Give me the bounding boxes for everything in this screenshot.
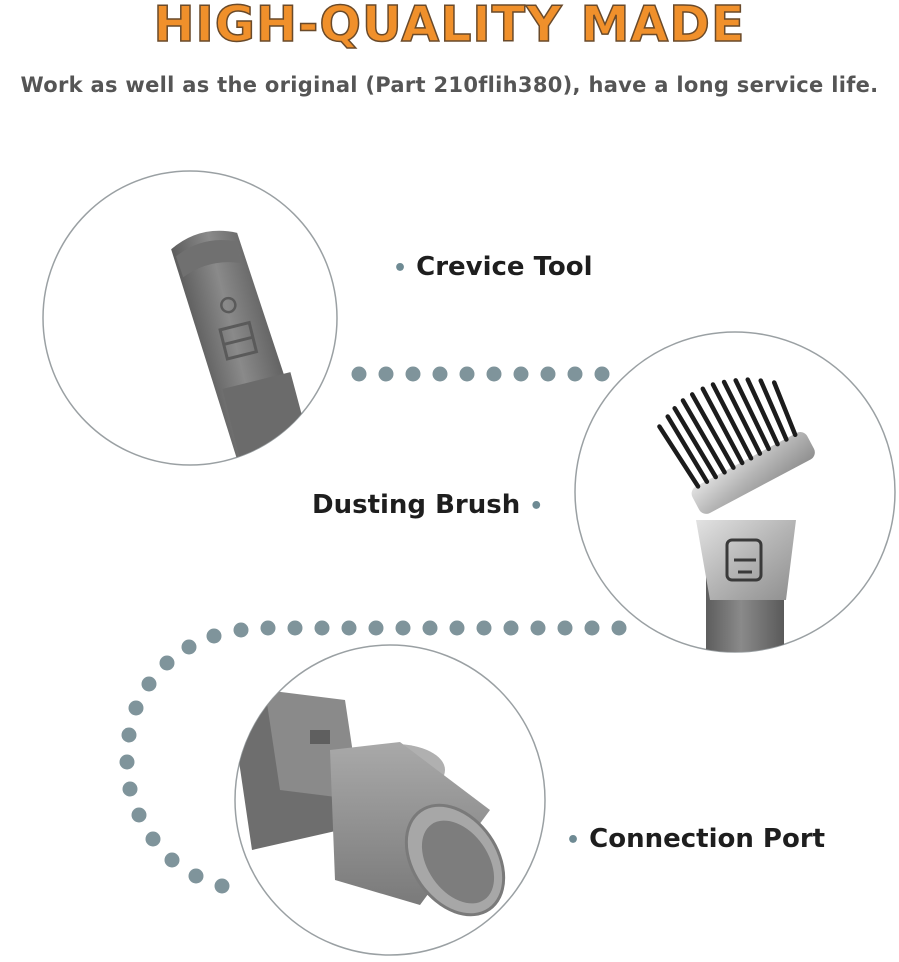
connection-port-text: Connection Port — [589, 824, 826, 854]
connection-port-image — [234, 644, 546, 956]
bullet-icon: • — [393, 256, 408, 281]
crevice-tool-image — [42, 170, 338, 466]
page-title: HIGH-QUALITY MADE — [153, 0, 746, 53]
bullet-icon: • — [529, 494, 544, 519]
dusting-brush-text: Dusting Brush — [312, 490, 521, 520]
connection-port-label: • Connection Port — [566, 822, 825, 858]
dusting-brush-image — [574, 331, 896, 653]
dusting-brush-label: Dusting Brush • — [312, 488, 543, 524]
dotted-connector-upper — [351, 366, 610, 382]
crevice-tool-text: Crevice Tool — [416, 252, 593, 282]
crevice-tool-label: • Crevice Tool — [393, 250, 593, 286]
dotted-connector-lower — [119, 620, 627, 894]
page-subtitle: Work as well as the original (Part 210fl… — [20, 73, 879, 97]
bullet-icon: • — [566, 828, 581, 853]
